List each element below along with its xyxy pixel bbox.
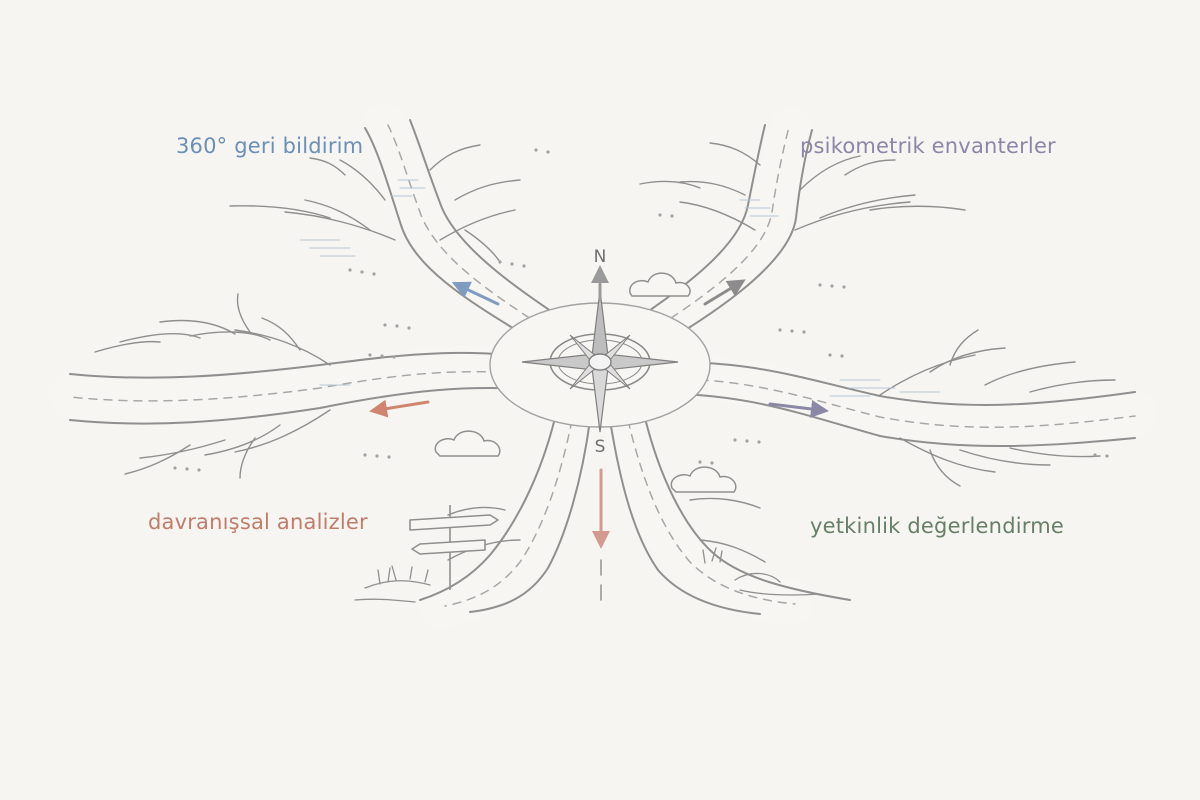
branches-northeast <box>639 142 966 231</box>
river-northeast <box>599 107 813 371</box>
river-southeast <box>602 397 851 625</box>
river-west <box>48 346 582 425</box>
river-southwest <box>417 397 598 628</box>
river-east <box>618 355 1157 448</box>
arrow-west <box>369 399 430 418</box>
label-behavioral-analyses: davranışsal analizler <box>148 510 368 534</box>
branches-south <box>447 497 766 563</box>
label-360-feedback: 360° geri bildirim <box>176 134 364 158</box>
compass-north-label: N <box>594 247 607 267</box>
grass-southwest <box>354 565 431 603</box>
arrow-northeast <box>703 279 746 306</box>
dotted-trails <box>173 148 1109 472</box>
cloud-center <box>434 430 501 457</box>
branches-west <box>94 293 331 479</box>
cloud-northeast <box>629 272 691 297</box>
compass-south-label: S <box>595 437 606 457</box>
water-ripples <box>299 179 941 397</box>
label-competency-assessment: yetkinlik değerlendirme <box>810 514 1064 538</box>
label-psychometric-inventories: psikometrik envanterler <box>800 134 1056 158</box>
direction-arrows <box>369 265 829 549</box>
cloud-southeast <box>670 466 737 493</box>
branches-northwest <box>229 144 521 263</box>
grass-southeast <box>702 547 821 596</box>
branches-east <box>879 329 1116 487</box>
signpost <box>409 505 499 590</box>
river-northwest <box>364 104 601 371</box>
compass-rose <box>489 289 711 433</box>
arrow-northwest <box>451 281 500 306</box>
arrow-east <box>768 399 829 418</box>
